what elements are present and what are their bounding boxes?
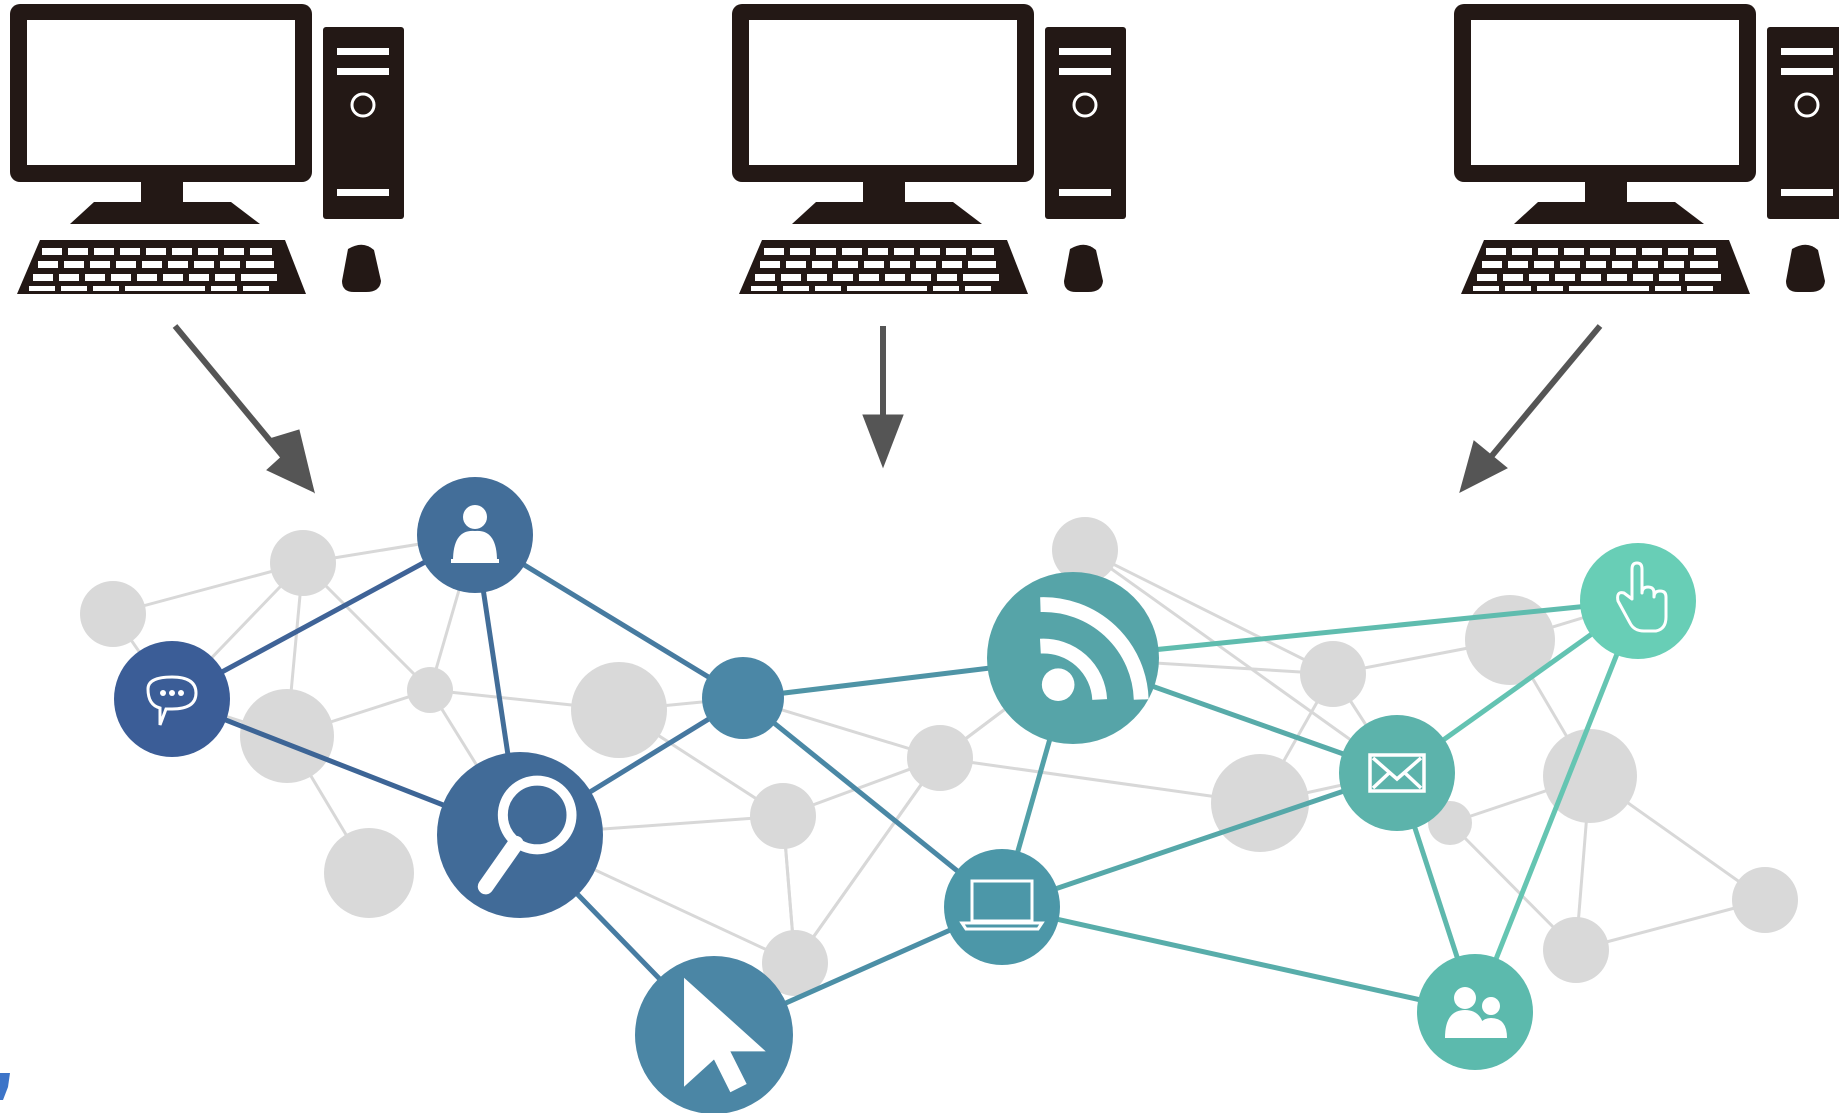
gray-node xyxy=(750,783,816,849)
group-node xyxy=(1417,954,1533,1070)
gray-node xyxy=(1052,517,1118,583)
chat-bubble-icon xyxy=(146,675,198,726)
colored-edge xyxy=(1472,600,1641,1013)
colored-edge xyxy=(1001,904,1476,1015)
gray-node xyxy=(270,530,336,596)
gray-node xyxy=(1211,754,1309,852)
laptop-icon xyxy=(959,879,1045,931)
arrow-right xyxy=(1459,324,1603,493)
hand-pointer-icon xyxy=(1616,561,1668,633)
search-node xyxy=(437,752,603,918)
person-icon xyxy=(451,505,499,563)
hand-node xyxy=(1580,543,1696,659)
gray-node xyxy=(1732,867,1798,933)
gray-node xyxy=(240,689,334,783)
rss-node xyxy=(987,572,1159,744)
gray-edge xyxy=(1084,548,1398,775)
computer-right xyxy=(1452,2,1839,296)
colored-edge xyxy=(1001,770,1398,910)
gray-node xyxy=(762,930,828,996)
colored-edge xyxy=(1072,598,1639,661)
cursor-node xyxy=(635,956,793,1113)
gray-edge xyxy=(793,757,942,964)
arrow-left xyxy=(172,324,315,494)
computer-left xyxy=(8,2,406,296)
gray-node xyxy=(571,662,667,758)
gray-node xyxy=(1543,917,1609,983)
magnifier-icon xyxy=(477,775,577,895)
chat-node xyxy=(114,641,230,757)
gray-edge xyxy=(939,756,1261,805)
hub-node xyxy=(702,657,784,739)
gray-node xyxy=(907,725,973,791)
gray-node xyxy=(80,581,146,647)
cursor-arrow-icon xyxy=(684,977,766,1093)
computer-center xyxy=(730,2,1128,296)
person-node xyxy=(417,477,533,593)
rss-icon xyxy=(1039,597,1149,701)
gray-node xyxy=(324,828,414,918)
gray-node xyxy=(1543,729,1637,823)
gray-edge xyxy=(1084,548,1334,676)
corner-fragment xyxy=(0,1073,10,1100)
group-icon xyxy=(1445,987,1507,1038)
arrow-center xyxy=(862,326,904,469)
laptop-node xyxy=(944,849,1060,965)
gray-node xyxy=(1300,641,1366,707)
envelope-icon xyxy=(1368,753,1426,793)
gray-node xyxy=(407,667,453,713)
mail-node xyxy=(1339,715,1455,831)
